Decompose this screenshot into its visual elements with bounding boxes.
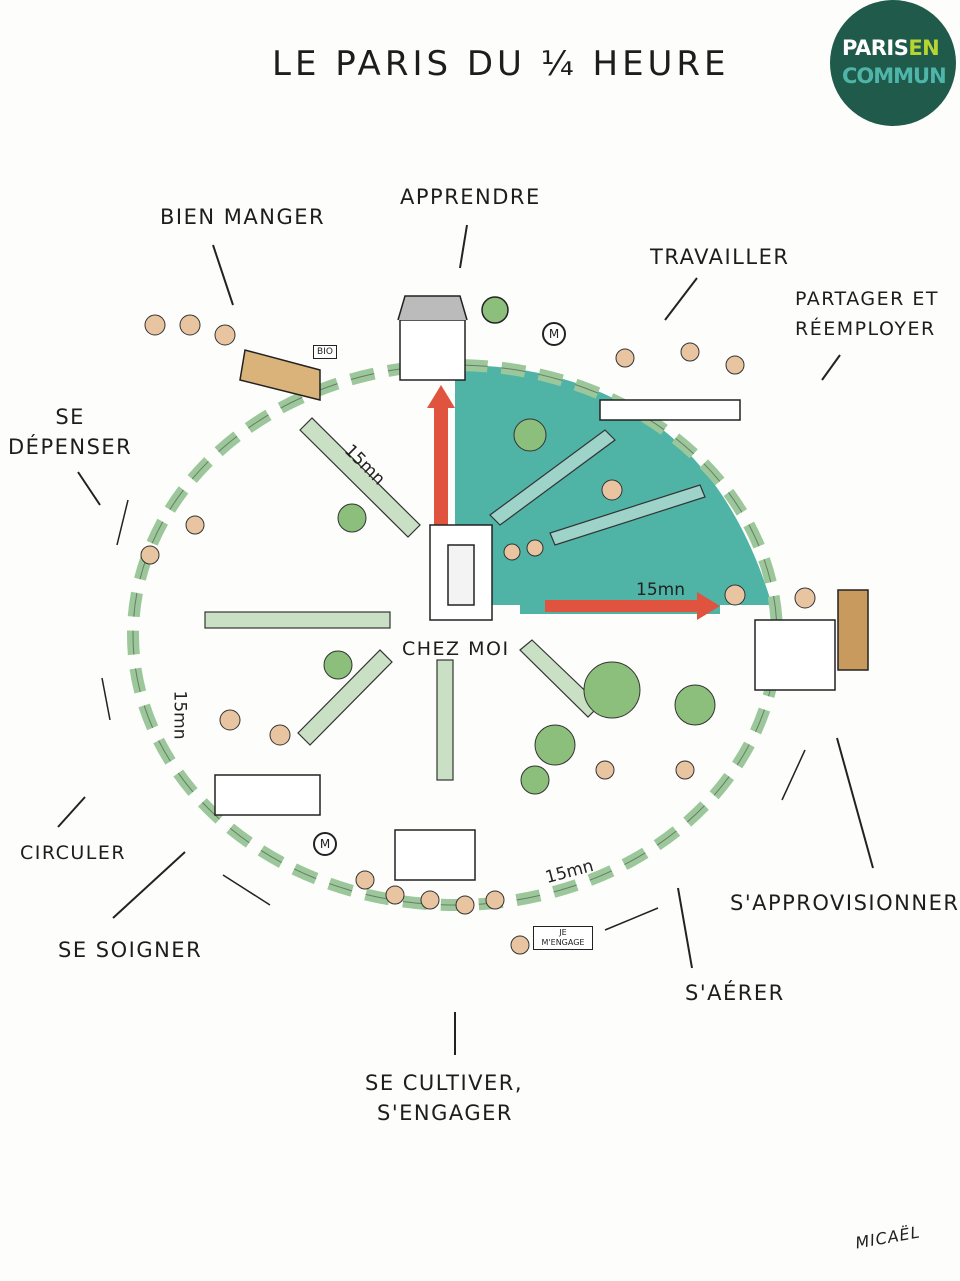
duration-label: 15mn	[169, 690, 190, 740]
leader-lines	[57, 224, 874, 1055]
arrow-up-15mn	[427, 385, 455, 540]
label-se-soigner: SE SOIGNER	[58, 938, 203, 962]
home-building-icon	[429, 524, 493, 621]
duration-label: 15mn	[636, 580, 685, 600]
label-apprendre: APPRENDRE	[400, 185, 541, 209]
tree-icons	[323, 418, 716, 795]
je-m-engage-sign: JE M'ENGAGE	[533, 926, 593, 950]
school-building-icon	[397, 295, 509, 381]
people-figures	[140, 314, 816, 955]
label-approvisionner: S'APPROVISIONNER	[730, 891, 960, 915]
label-partager: PARTAGER ET RÉEMPLOYER	[795, 288, 939, 340]
metro-sign-icon: M	[542, 322, 566, 346]
label-circuler: CIRCULER	[20, 842, 127, 864]
arrow-right-15mn	[545, 592, 720, 620]
metro-sign-icon: M	[313, 832, 337, 856]
label-chez-moi: CHEZ MOI	[402, 638, 510, 660]
market-stall-icon	[214, 349, 869, 881]
poster-title: LE PARIS DU ¼ HEURE	[272, 44, 730, 84]
label-bien-manger: BIEN MANGER	[160, 205, 326, 229]
label-aerer: S'AÉRER	[685, 981, 785, 1005]
label-se-depenser: SE DÉPENSER	[8, 405, 133, 459]
label-travailler: TRAVAILLER	[650, 245, 790, 269]
double-arrows	[101, 499, 806, 931]
label-se-cultiver: SE CULTIVER, S'ENGAGER	[365, 1071, 524, 1125]
bio-sign: BIO	[313, 345, 337, 359]
paris-en-commun-logo: PARISEN COMMUN	[830, 0, 956, 126]
